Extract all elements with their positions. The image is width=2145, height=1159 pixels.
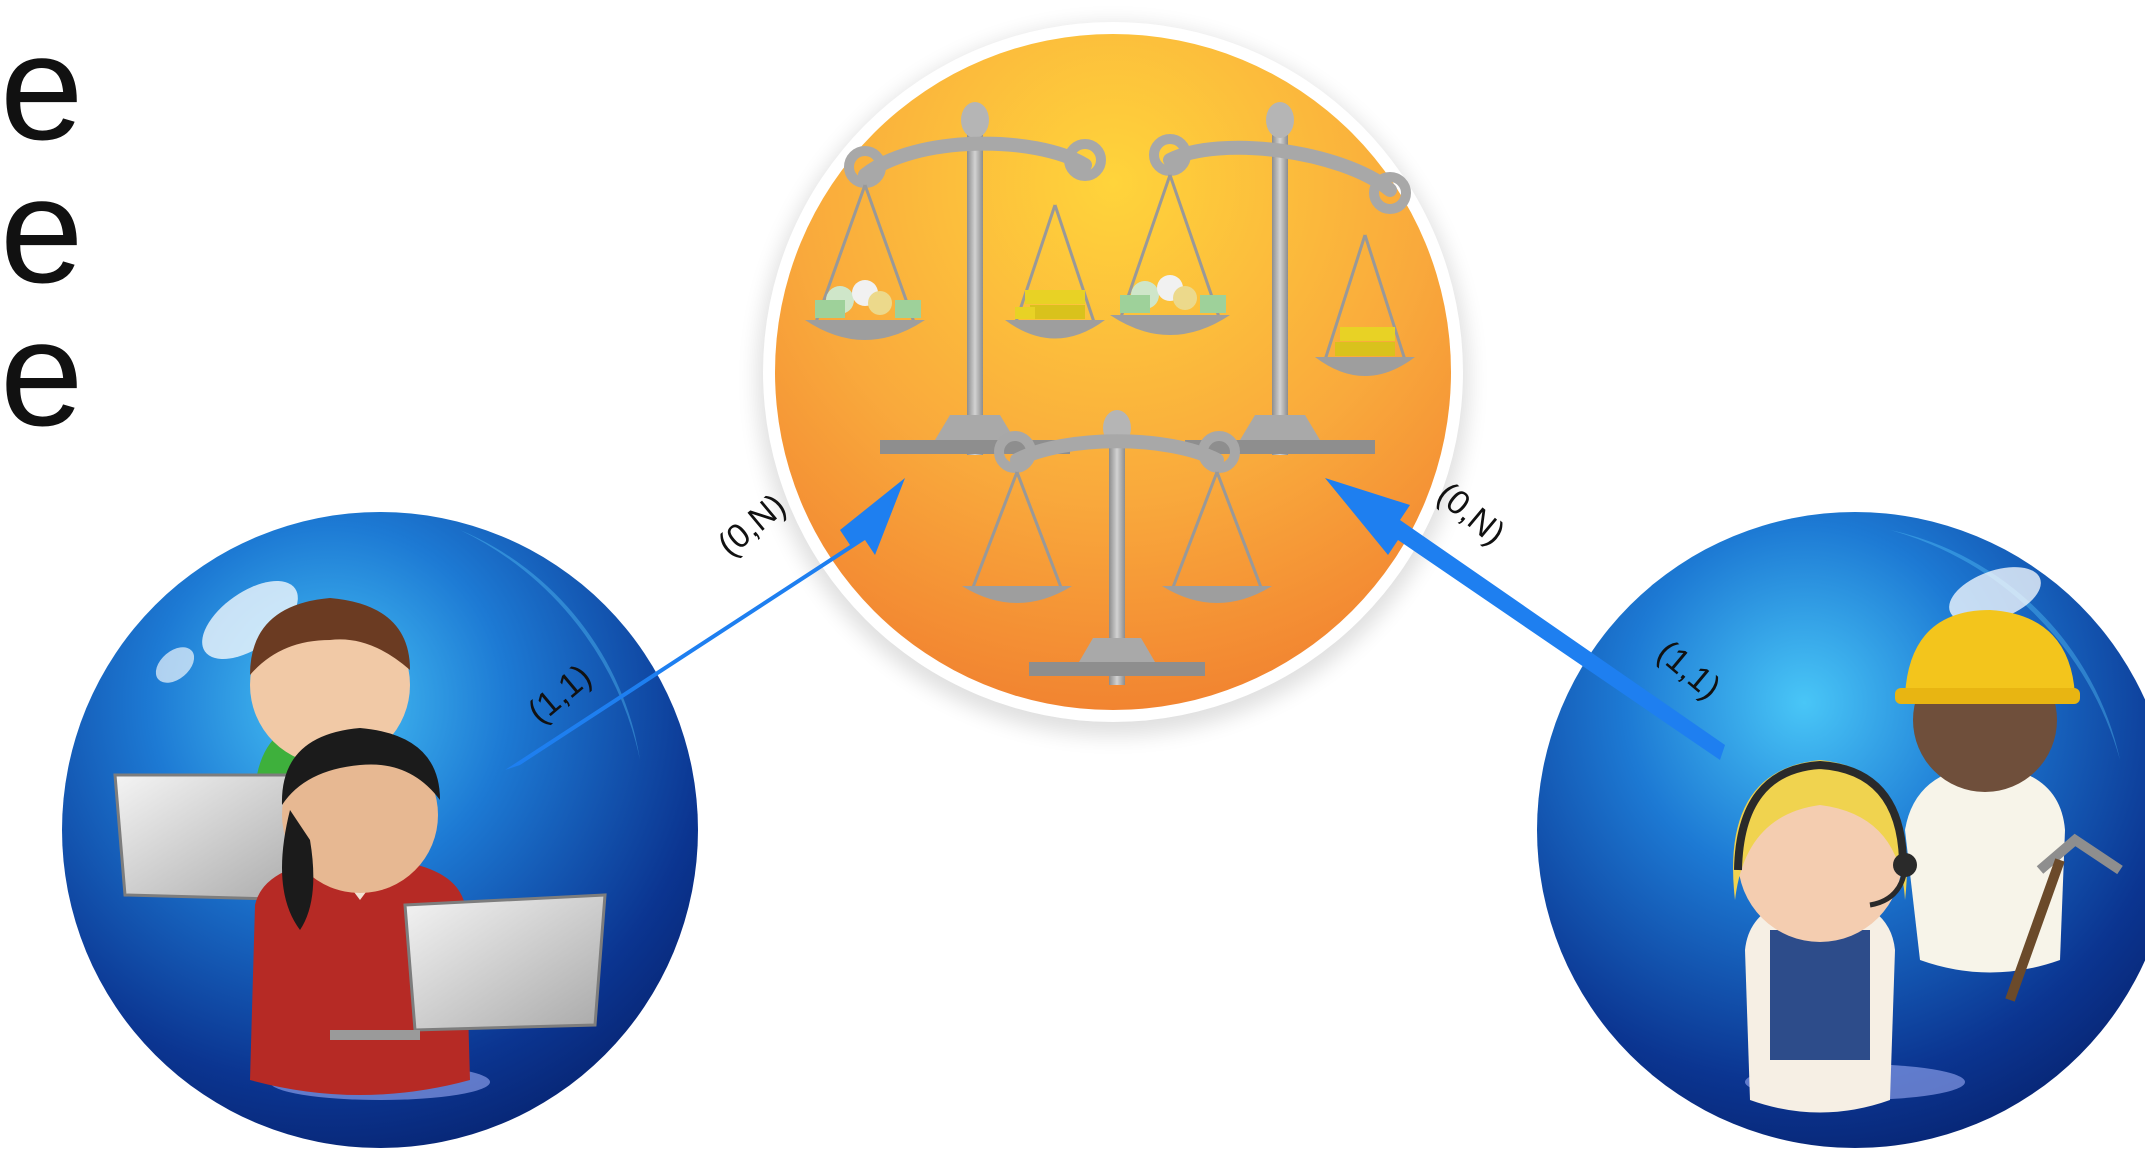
balance-scales-icon [805,102,1415,685]
office-workers-with-laptops-icon [113,598,607,1095]
scale-icon-2 [1110,102,1415,455]
scale-icon-3 [962,410,1272,685]
edge-letter-2: e [0,146,84,314]
scale-icon-1 [805,102,1106,455]
edge-letter-1: e [0,3,84,171]
arrow-right-entity-to-relationship [1325,478,1725,760]
edge-letter-3: e [0,289,84,457]
call-center-and-construction-workers-icon [1733,610,2123,1113]
